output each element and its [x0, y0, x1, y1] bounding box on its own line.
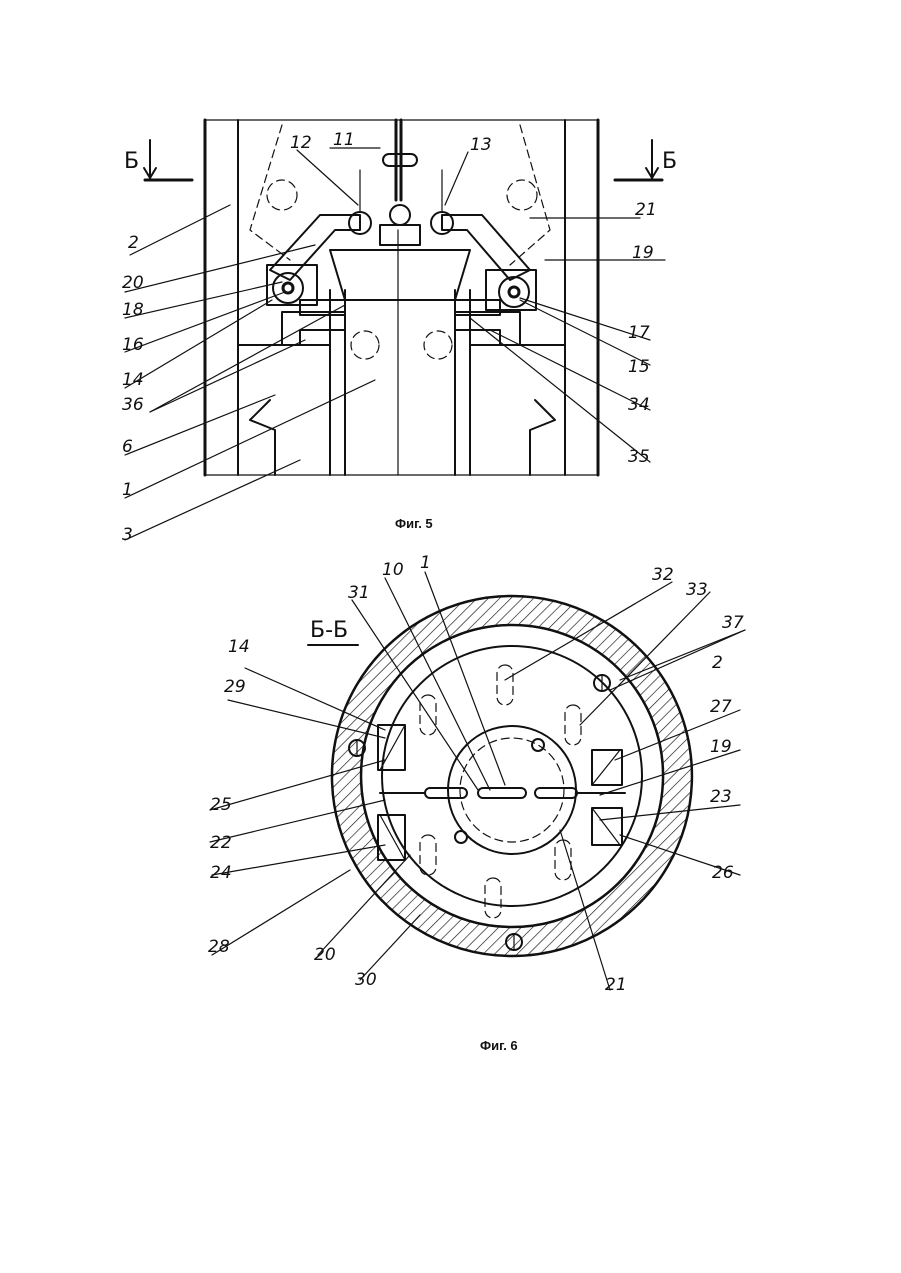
label-30: 30 [355, 970, 377, 990]
outer-hatched-ring [332, 596, 692, 956]
fig5-labels: 11 12 13 2 21 20 19 18 16 14 36 17 15 34… [122, 130, 657, 545]
label-36: 36 [122, 395, 144, 415]
section-mark-left: Б [124, 140, 192, 180]
radial-slots [420, 665, 581, 918]
label-1: 1 [122, 480, 133, 500]
figure-6: Б-Б [208, 553, 745, 1053]
label-2: 2 [128, 233, 139, 253]
label-28: 28 [208, 937, 230, 957]
label-21: 21 [605, 975, 627, 995]
label-10: 10 [382, 560, 404, 580]
label-11: 11 [333, 130, 355, 150]
section-mark-label: Б [124, 149, 139, 174]
section-title: Б-Б [310, 618, 348, 643]
inner-disc [380, 726, 625, 854]
figure-5: Б Б [122, 120, 677, 545]
label-20: 20 [314, 945, 336, 965]
label-18: 18 [122, 300, 144, 320]
label-26: 26 [712, 863, 734, 883]
label-21: 21 [635, 200, 657, 220]
right-clamps [592, 750, 622, 845]
figure-5-caption: Фиг. 5 [395, 516, 433, 531]
lifting-rope [380, 120, 420, 245]
label-34: 34 [628, 395, 650, 415]
figure-6-caption: Фиг. 6 [480, 1038, 518, 1053]
section-mark-label: Б [662, 149, 677, 174]
label-29: 29 [224, 677, 246, 697]
label-17: 17 [628, 323, 650, 343]
label-14: 14 [228, 637, 250, 657]
label-32: 32 [652, 565, 674, 585]
label-12: 12 [290, 133, 312, 153]
label-13: 13 [470, 135, 492, 155]
label-27: 27 [710, 697, 732, 717]
label-25: 25 [210, 795, 232, 815]
label-16: 16 [122, 335, 144, 355]
section-mark-right: Б [615, 140, 677, 180]
label-19: 19 [710, 737, 732, 757]
label-37: 37 [722, 613, 744, 633]
label-1: 1 [420, 553, 431, 573]
label-20: 20 [122, 273, 144, 293]
side-brackets [238, 345, 565, 475]
label-35: 35 [628, 447, 650, 467]
label-6: 6 [122, 437, 133, 457]
label-31: 31 [348, 583, 370, 603]
label-2: 2 [712, 653, 723, 673]
label-22: 22 [210, 833, 232, 853]
label-19: 19 [632, 243, 654, 263]
label-24: 24 [210, 863, 232, 883]
central-column [330, 230, 470, 475]
right-lever-arm [431, 170, 536, 345]
label-15: 15 [628, 357, 650, 377]
label-33: 33 [686, 580, 708, 600]
label-14: 14 [122, 370, 144, 390]
label-3: 3 [122, 525, 133, 545]
label-23: 23 [710, 787, 732, 807]
